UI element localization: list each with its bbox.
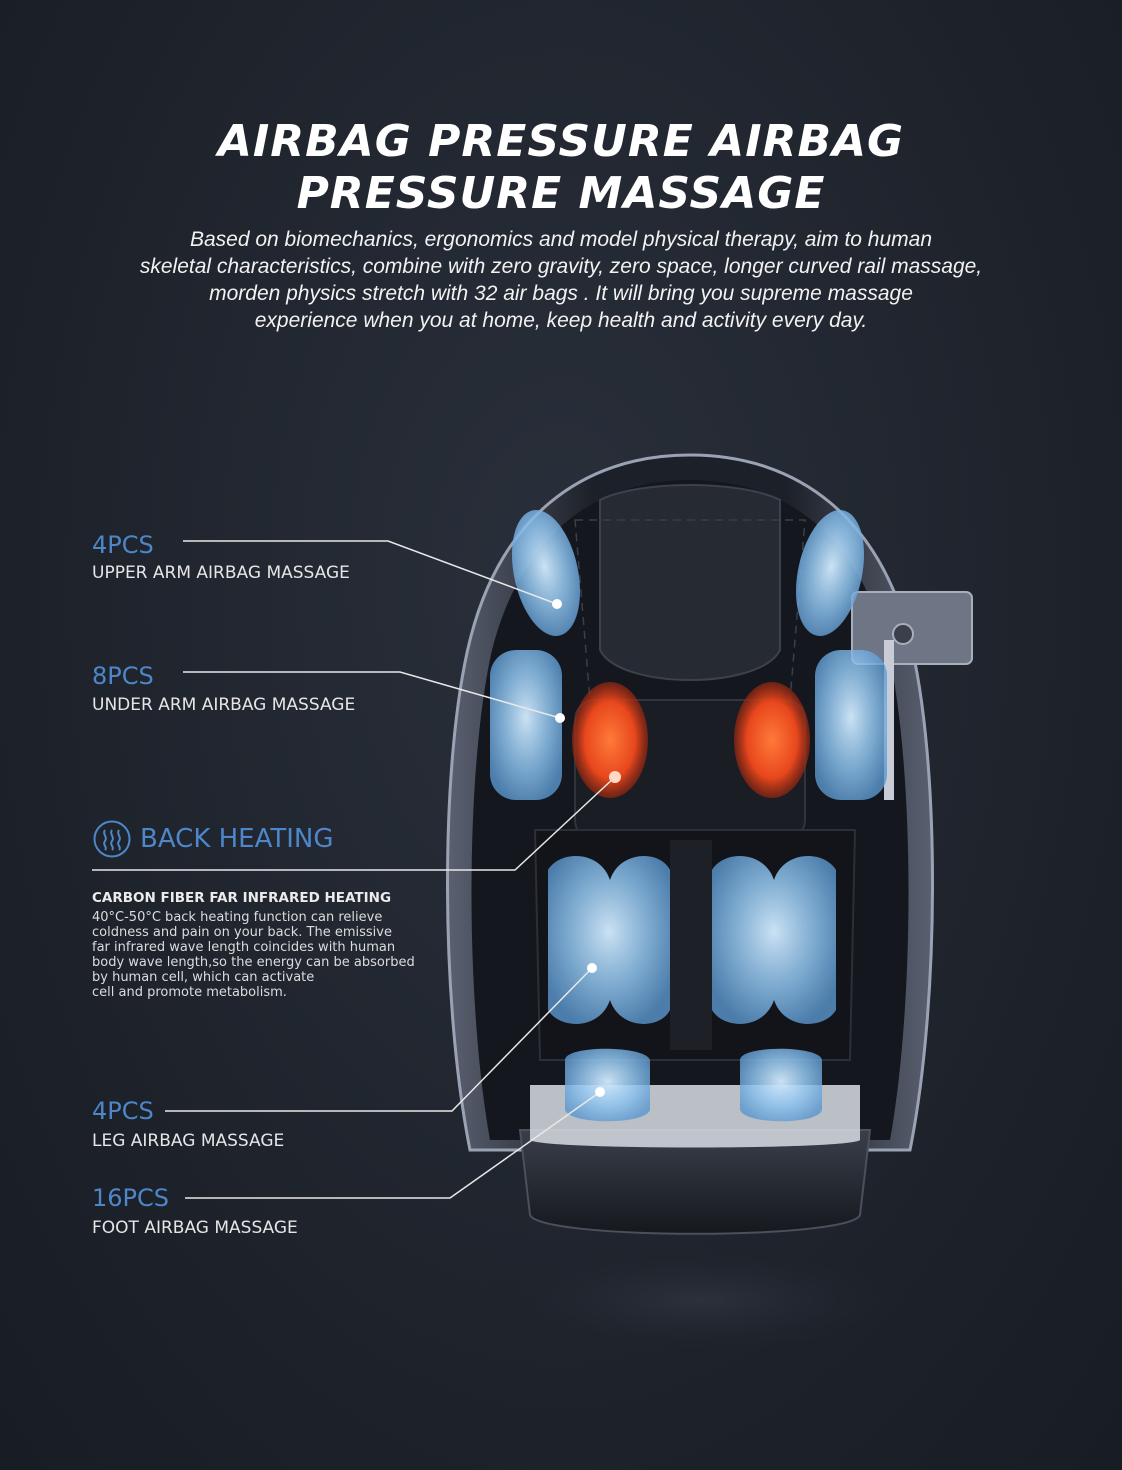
intro-paragraph: Based on biomechanics, ergonomics and mo… [60, 226, 1062, 334]
page-title: AIRBAG PRESSURE AIRBAG PRESSURE MASSAGE [0, 116, 1122, 220]
foot-count: 16PCS [92, 1184, 170, 1212]
tablet-arm [884, 640, 894, 800]
leg-count: 4PCS [92, 1097, 154, 1125]
callout-dots [552, 599, 621, 1097]
leg-airbag [548, 856, 670, 1024]
tablet-mount [892, 623, 914, 645]
upper-arm-label: UPPER ARM AIRBAG MASSAGE [92, 563, 350, 583]
intro-line: Based on biomechanics, ergonomics and mo… [189, 228, 932, 251]
leg-dot [587, 963, 597, 973]
under-arm-count: 8PCS [92, 662, 154, 690]
leg-airbag [712, 856, 836, 1024]
heating-dot [609, 771, 621, 783]
intro-line: experience when you at home, keep health… [254, 309, 868, 332]
heating-desc-line: by human cell, which can activate [92, 970, 315, 985]
back-heating-title: BACK HEATING [140, 824, 334, 854]
heating-desc-line: coldness and pain on your back. The emis… [92, 925, 392, 940]
foot-leader [185, 1091, 601, 1199]
foot-label: FOOT AIRBAG MASSAGE [92, 1218, 298, 1238]
callout-lines [92, 540, 616, 1199]
chair-base [518, 1129, 872, 1235]
heating-description: 40°C-50°C back heating function can reli… [92, 910, 452, 1000]
upper-arm-airbag [511, 510, 581, 636]
headrest [599, 484, 781, 681]
under-arm-airbag [815, 650, 887, 800]
upper-arm-leader [183, 540, 558, 605]
title-line: PRESSURE MASSAGE [296, 168, 826, 219]
floor-shadow [470, 1240, 930, 1360]
heating-pad [572, 682, 648, 798]
upper-arm-airbag [795, 510, 865, 636]
intro-line: skeletal characteristics, combine with z… [139, 255, 983, 278]
heating-desc-line: cell and promote metabolism. [92, 985, 287, 1000]
leg-label: LEG AIRBAG MASSAGE [92, 1131, 285, 1151]
heat-waves-icon [93, 820, 131, 858]
leg-leader [165, 967, 593, 1112]
heating-leader [92, 776, 616, 871]
heating-desc-line: body wave length,so the energy can be ab… [92, 955, 415, 970]
heating-subtitle: CARBON FIBER FAR INFRARED HEATING [92, 890, 392, 906]
under-arm-label: UNDER ARM AIRBAG MASSAGE [92, 695, 356, 715]
back-heating-pads [572, 682, 810, 798]
intro-line: morden physics stretch with 32 air bags … [209, 282, 913, 305]
heating-desc-line: 40°C-50°C back heating function can reli… [92, 910, 383, 925]
under-arm-leader [183, 671, 561, 719]
leg-divider [670, 840, 712, 1050]
under-arm-airbag [490, 650, 562, 800]
upper-arm-count: 4PCS [92, 531, 154, 559]
heating-pad [734, 682, 810, 798]
under-arm-dot [555, 713, 565, 723]
foot-airbag [740, 1048, 822, 1122]
heating-desc-line: far infrared wave length coincides with … [92, 940, 396, 955]
title-line: AIRBAG PRESSURE AIRBAG [217, 116, 905, 167]
foot-airbag [565, 1048, 650, 1122]
upper-arm-dot [552, 599, 562, 609]
foot-dot [595, 1087, 605, 1097]
